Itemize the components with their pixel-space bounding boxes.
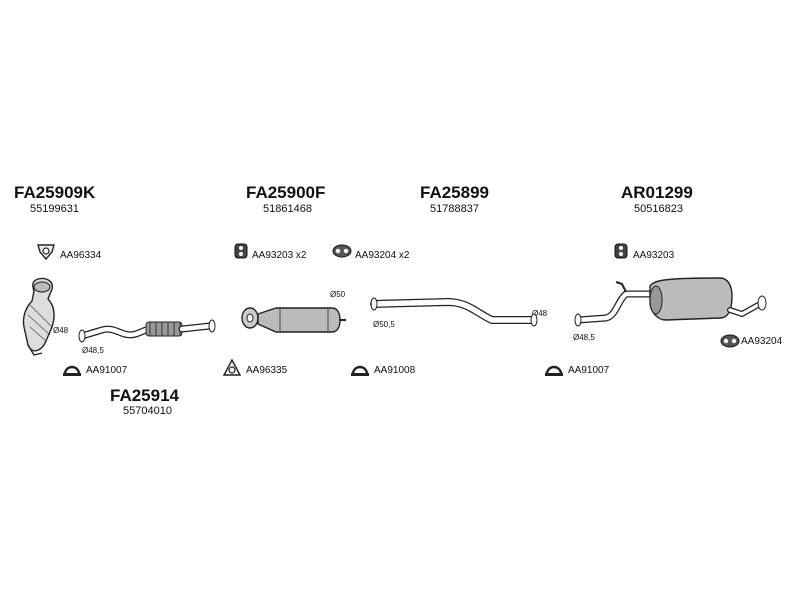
rubber-mount-icon [614,243,628,259]
part-code-fa25909k: FA25909K [14,183,96,202]
rear-muffler-icon [574,277,767,327]
accessory-label-aa96334: AA96334 [60,250,102,261]
accessory-label-aa91008: AA91008 [374,365,416,376]
diameter-label-dpf: Ø50 [330,290,346,299]
accessory-label-aa93204-x2: AA93204 x2 [355,250,410,261]
part-number-ar01299: 50516823 [634,203,683,215]
gasket-icon [222,358,242,376]
rubber-ring-icon [720,334,740,348]
clamp-icon [63,365,81,376]
gasket-icon [37,244,55,261]
rubber-mount-icon [234,243,248,259]
clamp-icon [545,365,563,376]
accessory-label-aa93203: AA93203 [633,250,675,261]
accessory-label-aa93204: AA93204 [741,336,783,347]
part-code-fa25914: FA25914 [110,386,179,405]
part-number-fa25900f: 51861468 [263,203,312,215]
part-number-fa25914: 55704010 [123,405,172,417]
part-number-fa25909k: 55199631 [30,203,79,215]
diameter-label-front-pipe: Ø48,5 [82,346,104,355]
accessory-label-aa91007-b: AA91007 [568,365,610,376]
diameter-label-mid-pipe-in: Ø50,5 [373,320,395,329]
catalytic-converter-icon [22,277,55,356]
diameter-label-rear: Ø48,5 [573,333,595,342]
part-code-fa25899: FA25899 [420,183,489,202]
rubber-ring-icon [332,244,352,258]
accessory-label-aa96335: AA96335 [246,365,288,376]
front-pipe-icon [78,319,216,343]
diameter-label-mid-pipe-out: Ø48 [532,309,548,318]
middle-pipe-icon [370,297,538,327]
accessory-label-aa93203-x2: AA93203 x2 [252,250,307,261]
part-number-fa25899: 51788837 [430,203,479,215]
accessory-label-aa91007-a: AA91007 [86,365,128,376]
part-code-fa25900f: FA25900F [246,183,326,202]
particulate-filter-icon [241,307,346,333]
clamp-icon [351,365,369,376]
part-code-ar01299: AR01299 [621,183,693,202]
diameter-label-cat: Ø48 [53,326,69,335]
